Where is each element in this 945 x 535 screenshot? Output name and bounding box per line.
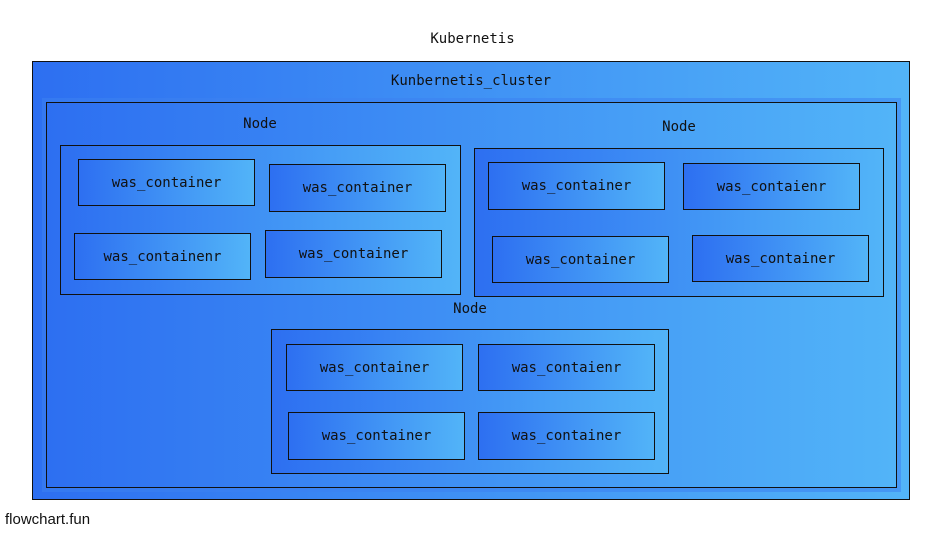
container-box: was_container: [286, 344, 463, 391]
cluster-label: Kunbernetis_cluster: [390, 73, 552, 89]
container-box: was_contaienr: [683, 163, 860, 210]
container-label: was_container: [321, 428, 432, 444]
container-label: was_container: [298, 246, 409, 262]
container-label: was_containenr: [103, 248, 222, 265]
container-label: was_container: [302, 180, 413, 196]
node-label-3: Node: [453, 301, 487, 317]
container-box: was_container: [78, 159, 255, 206]
diagram-title: Kubernetis: [430, 31, 515, 47]
container-label: was_container: [521, 178, 632, 194]
container-label: was_contaienr: [511, 359, 622, 376]
container-label: was_container: [525, 251, 636, 268]
container-label: was_container: [319, 359, 430, 376]
container-box: was_containenr: [74, 233, 251, 280]
node-label-1: Node: [243, 116, 277, 132]
container-box: was_container: [488, 162, 665, 210]
container-box: was_container: [265, 230, 442, 278]
container-box: was_container: [692, 235, 869, 282]
container-label: was_container: [511, 428, 622, 444]
container-box: was_container: [269, 164, 446, 212]
container-label: was_container: [111, 174, 222, 191]
container-box: was_container: [478, 412, 655, 460]
container-box: was_container: [492, 236, 669, 283]
container-label: was_container: [725, 250, 836, 267]
footer-brand: flowchart.fun: [5, 511, 91, 528]
node-label-2: Node: [662, 119, 696, 135]
container-box: was_container: [288, 412, 465, 460]
container-label: was_contaienr: [716, 178, 827, 195]
container-box: was_contaienr: [478, 344, 655, 391]
